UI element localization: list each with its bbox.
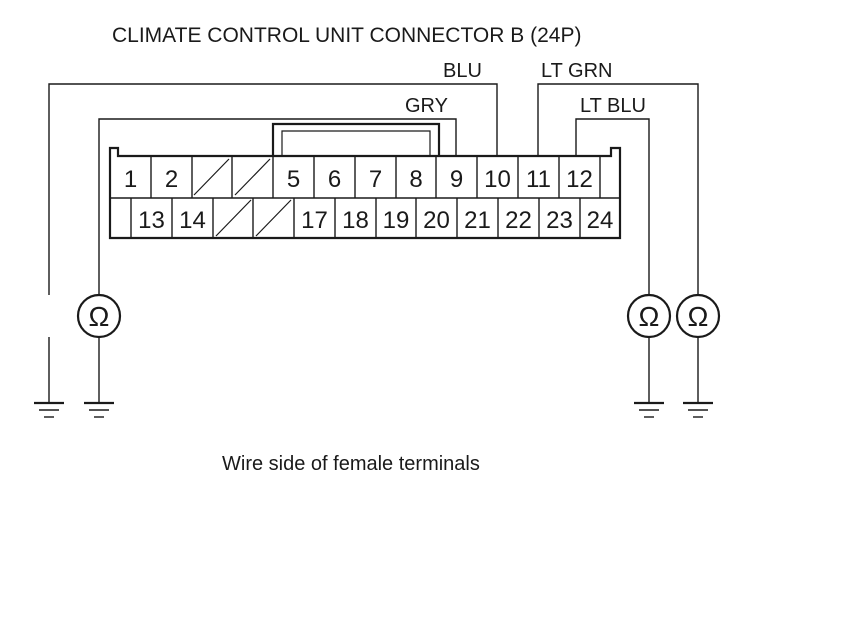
connector-bottom-row: 13 14 17 18 19 20 21 22 23 24 [138,207,613,234]
terminal-1: 1 [124,166,137,193]
terminal-23: 23 [546,207,573,234]
terminal-7: 7 [369,166,382,193]
terminal-24: 24 [587,207,614,234]
blank-cavities [193,158,292,237]
connector-lock-tab-inner [281,130,431,156]
ground-icon [634,401,664,418]
terminal-22: 22 [505,207,532,234]
ground-icon [34,401,64,418]
terminal-6: 6 [328,166,341,193]
ground-leads [48,337,699,402]
wire-label-lt-blu: LT BLU [580,95,646,117]
terminal-21: 21 [464,207,491,234]
blank-cavity-4 [234,158,271,196]
diagram-caption: Wire side of female terminals [222,453,480,475]
connector-lock-tab [271,122,441,156]
ground-icon [84,401,114,418]
ohmmeter-3: Ω [675,293,721,339]
terminal-10: 10 [484,166,511,193]
terminal-5: 5 [287,166,300,193]
terminal-12: 12 [566,166,593,193]
ohmmeter-1: Ω [76,293,122,339]
wire-blu [48,83,498,295]
blank-cavity-3 [193,158,230,196]
terminal-18: 18 [342,207,369,234]
terminal-17: 17 [301,207,328,234]
terminal-13: 13 [138,207,165,234]
ground-symbols [34,401,713,418]
wires [48,83,699,295]
wire-label-gry: GRY [405,95,448,117]
terminal-11: 11 [526,166,551,193]
terminal-8: 8 [409,166,422,193]
wire-lt-grn [537,83,699,295]
terminal-2: 2 [165,166,178,193]
ohm-symbol: Ω [688,301,709,332]
ohm-symbol: Ω [639,301,660,332]
wire-label-blu: BLU [443,60,482,82]
ohmmeter-2: Ω [626,293,672,339]
wire-label-lt-grn: LT GRN [541,60,613,82]
connector-cell-dividers [130,156,621,238]
blank-cavity-15 [215,199,252,237]
terminal-20: 20 [423,207,450,234]
wire-gry [98,118,457,295]
terminal-14: 14 [179,207,206,234]
terminal-9: 9 [450,166,463,193]
blank-cavity-16 [255,199,292,237]
diagram-title: CLIMATE CONTROL UNIT CONNECTOR B (24P) [112,24,581,47]
ground-icon [683,401,713,418]
wire-lt-blu [575,118,650,295]
terminal-19: 19 [383,207,410,234]
ohm-symbol: Ω [89,301,110,332]
ohmmeters: Ω Ω Ω [76,293,721,339]
